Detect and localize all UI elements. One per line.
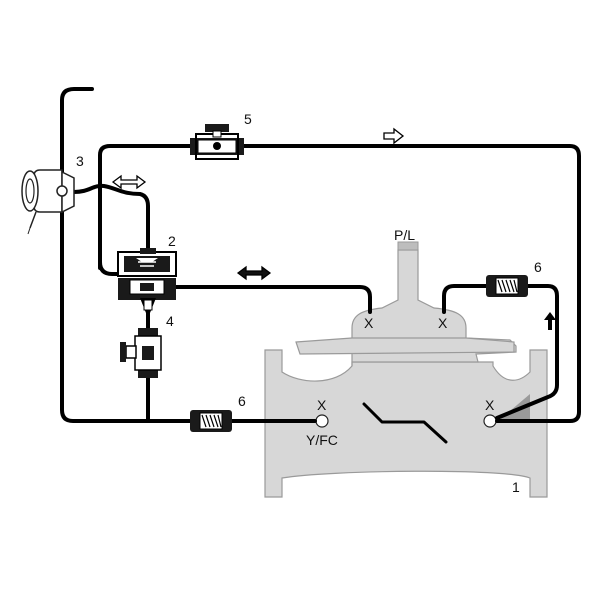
pipe-hook xyxy=(60,87,94,192)
strainer-right xyxy=(486,275,528,297)
top-port-fitting xyxy=(397,241,419,251)
pipe-strainer-right xyxy=(495,284,559,420)
pilot-tubing xyxy=(60,87,581,423)
label-port-yfc: Y/FC xyxy=(306,432,338,448)
label-port-x-top-right: X xyxy=(438,315,448,331)
label-ball-valve-upper: 5 xyxy=(244,111,252,127)
ball-valve-lower xyxy=(120,328,162,378)
solenoid-icon xyxy=(56,185,68,197)
pipe-left-vertical xyxy=(60,203,192,423)
label-top-port: P/L xyxy=(394,227,415,243)
label-port-x-body-left: X xyxy=(317,397,327,413)
label-solenoid: 3 xyxy=(76,153,84,169)
label-strainer-bottom: 6 xyxy=(238,393,246,409)
label-pilot: 2 xyxy=(168,233,176,249)
label-ball-valve-lower: 4 xyxy=(166,313,174,329)
pipe-pilot-return xyxy=(98,260,122,276)
main-valve-flange-ring xyxy=(295,337,515,355)
labels: 1 2 3 4 5 6 6 P/L X X X X Y/FC xyxy=(76,111,542,495)
double-arrow-white xyxy=(111,174,147,190)
port-yfc-circle xyxy=(315,414,329,428)
valve-seat-line xyxy=(362,402,448,444)
needle-valve-icon xyxy=(120,342,126,362)
label-main-valve: 1 xyxy=(512,479,520,495)
flow-arrow-hollow xyxy=(383,127,405,145)
pipe-bonnet-strainer xyxy=(442,284,488,314)
pipe-top-loop xyxy=(98,144,581,423)
pipe-solenoid-pilot xyxy=(72,183,150,250)
label-strainer-right: 6 xyxy=(534,259,542,275)
needle-valve-icon xyxy=(213,142,221,150)
label-port-x-body-right: X xyxy=(485,397,495,413)
port-right-circle xyxy=(483,414,497,428)
up-arrow xyxy=(544,312,556,330)
strainer-bottom xyxy=(190,410,232,432)
solenoid-valve xyxy=(21,169,75,235)
double-arrow-black xyxy=(236,265,272,281)
pipe-pilot-bonnet xyxy=(174,285,372,314)
pilot-valve xyxy=(117,248,177,318)
ball-valve-upper xyxy=(190,124,244,160)
flow-arrows xyxy=(111,127,556,330)
label-port-x-top-left: X xyxy=(364,315,374,331)
main-valve xyxy=(264,241,548,498)
